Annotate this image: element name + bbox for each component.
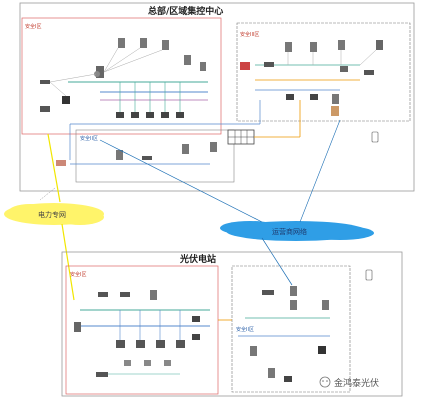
inverter-icon [156, 340, 165, 348]
server-icon [96, 66, 104, 78]
station-zone-2-label: 安全II区 [236, 326, 254, 333]
workstation-icon [176, 112, 184, 118]
inverter-icon [176, 340, 185, 348]
server-icon [118, 38, 125, 48]
station-zone-1-frame [65, 265, 219, 395]
workstation-icon [146, 112, 154, 118]
hq-zone-1-label: 安全I区 [25, 23, 41, 30]
hq-to-operator-link [99, 139, 263, 223]
server-icon [285, 42, 292, 52]
hq-zone-2-frame [75, 129, 235, 183]
server-icon [140, 38, 147, 48]
router-icon [62, 96, 70, 104]
station-frame [61, 251, 403, 397]
inverter-icon [116, 340, 125, 348]
hq-zone-3-frame [236, 22, 411, 122]
power-net-uplink [47, 133, 61, 203]
switch-icon [56, 160, 66, 166]
switch-icon [40, 80, 50, 84]
hq-title: 总部/区域集控中心 [148, 5, 223, 17]
switch-icon [96, 372, 108, 377]
operator-to-station-link [261, 237, 293, 286]
station-title: 光伏电站 [179, 253, 216, 265]
workstation-icon [192, 334, 200, 340]
operator-network-label: 运营商网络 [272, 227, 307, 236]
mobile-phone-icon [371, 131, 379, 143]
printer-icon [340, 66, 348, 72]
server-icon [182, 144, 189, 154]
mobile-phone-icon [365, 269, 373, 281]
server-icon [332, 94, 339, 104]
meter-icon [124, 360, 131, 366]
server-icon [290, 300, 297, 310]
server-icon [310, 42, 317, 52]
watermark-text: 金鸿泰光伏 [334, 377, 379, 389]
server-icon [200, 62, 206, 71]
wechat-logo-icon [319, 376, 331, 388]
server-icon [184, 55, 191, 65]
server-icon [116, 150, 123, 160]
workstation-icon [310, 94, 318, 100]
server-icon [338, 40, 345, 50]
switch-icon [142, 156, 152, 160]
printer-icon [40, 106, 50, 112]
station-zone-2-frame [231, 265, 351, 393]
server-icon [376, 40, 383, 50]
power-net-downlink [61, 223, 75, 301]
router-icon [318, 346, 326, 354]
hq-zone-3-label: 安全III区 [240, 31, 259, 38]
workstation-icon [161, 112, 169, 118]
hq3-firewall-icon [240, 62, 250, 70]
server-icon [150, 290, 157, 300]
server-icon [290, 286, 297, 296]
station-zone-1-label: 安全I区 [70, 271, 86, 278]
switch-icon [120, 292, 130, 297]
workstation-icon [192, 316, 200, 322]
meter-icon [164, 360, 171, 366]
server-icon [162, 40, 169, 50]
workstation-icon [116, 112, 124, 118]
server-icon [268, 368, 275, 378]
inverter-icon [136, 340, 145, 348]
workstation-icon [284, 376, 292, 382]
workstation-icon [131, 112, 139, 118]
switch-icon [262, 290, 274, 295]
server-icon [250, 346, 257, 356]
server-icon [322, 300, 329, 310]
power-network-label: 电力专网 [38, 210, 66, 219]
hq-zone-1-frame [21, 17, 222, 135]
hq-zone-2-label: 安全II区 [80, 135, 98, 142]
workstation-icon [286, 94, 294, 100]
hub-icon [94, 71, 100, 77]
server-icon [74, 322, 81, 332]
switch-icon [364, 70, 374, 75]
hq-frame [19, 2, 415, 192]
meter-icon [144, 360, 151, 366]
switch-icon [264, 62, 274, 67]
switch-icon [98, 292, 108, 297]
server-icon [210, 142, 217, 152]
hq3-uplink [299, 119, 341, 223]
server-icon [331, 106, 339, 116]
